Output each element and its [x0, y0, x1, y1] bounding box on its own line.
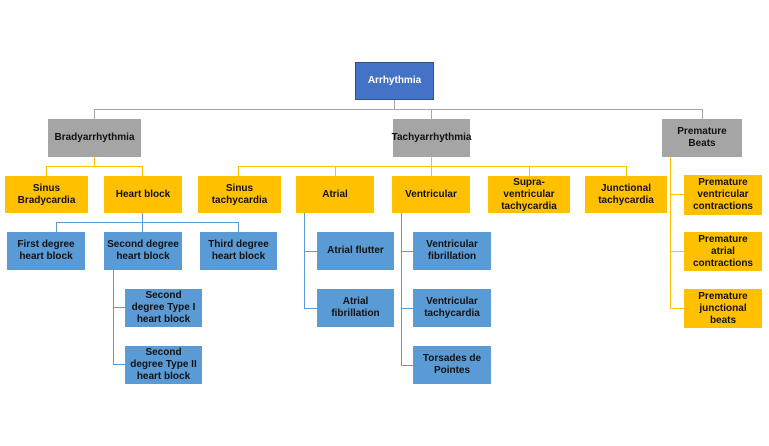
- node-sinus-tachycardia: Sinus tachycardia: [198, 176, 281, 213]
- connector-brady-bus: [46, 166, 143, 167]
- connector-brady-down: [94, 157, 95, 167]
- node-heart-block: Heart block: [104, 176, 182, 213]
- node-tachyarrhythmia: Tachyarrhythmia: [392, 119, 471, 157]
- connector-to-tachy: [431, 109, 432, 119]
- node-supra-ventricular-tachycardia: Supra-ventricular tachycardia: [488, 176, 570, 213]
- connector-to-sinus-brady: [46, 166, 47, 176]
- node-third-degree-heart-block: Third degree heart block: [200, 232, 277, 270]
- connector-to-atrial-flutter: [304, 251, 317, 252]
- node-premature-atrial-contractions: Premature atrial contractions: [684, 232, 762, 271]
- node-bradyarrhythmia: Bradyarrhythmia: [48, 119, 141, 157]
- connector-heart-block-bus: [56, 222, 239, 223]
- connector-to-vtach: [401, 308, 413, 309]
- connector-to-junctional: [626, 166, 627, 176]
- connector-to-vfib: [401, 251, 413, 252]
- connector-second-degree-vertical: [113, 270, 114, 365]
- connector-level1-bus: [94, 109, 703, 110]
- node-atrial: Atrial: [296, 176, 374, 213]
- connector-premature-vertical: [670, 157, 671, 309]
- node-atrial-flutter: Atrial flutter: [317, 232, 394, 270]
- connector-to-torsades: [401, 365, 413, 366]
- connector-to-premature: [702, 109, 703, 119]
- node-ventricular-tachycardia: Ventricular tachycardia: [413, 289, 491, 327]
- connector-to-second-degree: [142, 222, 143, 232]
- connector-atrial-vertical: [304, 213, 305, 309]
- connector-heart-block-down: [142, 213, 143, 223]
- node-premature-ventricular-contractions: Premature ventricular contractions: [684, 175, 762, 215]
- connector-to-first-degree: [56, 222, 57, 232]
- connector-to-atrial-fib: [304, 308, 317, 309]
- connector-to-pvc: [670, 194, 684, 195]
- connector-to-third-degree: [238, 222, 239, 232]
- connector-to-type1: [113, 307, 125, 308]
- node-atrial-fibrillation: Atrial fibrillation: [317, 289, 394, 327]
- connector-to-pjb: [670, 308, 684, 309]
- node-arrhythmia: Arrhythmia: [355, 62, 434, 100]
- node-sinus-bradycardia: Sinus Bradycardia: [5, 176, 88, 213]
- connector-to-svt: [529, 166, 530, 176]
- connector-to-heart-block: [142, 166, 143, 176]
- connector-ventricular-vertical: [401, 213, 402, 366]
- connector-to-ventricular: [431, 166, 432, 176]
- connector-to-pac: [670, 251, 684, 252]
- node-first-degree-heart-block: First degree heart block: [7, 232, 85, 270]
- node-ventricular: Ventricular: [392, 176, 470, 213]
- connector-to-brady: [94, 109, 95, 119]
- connector-root-down: [394, 100, 395, 110]
- node-junctional-tachycardia: Junctional tachycardia: [585, 176, 667, 213]
- connector-to-type2: [113, 364, 125, 365]
- node-premature-beats: Premature Beats: [662, 119, 742, 157]
- node-second-degree-type-2: Second degree Type II heart block: [125, 346, 202, 384]
- node-second-degree-heart-block: Second degree heart block: [104, 232, 182, 270]
- node-premature-junctional-beats: Premature junctional beats: [684, 289, 762, 328]
- connector-tachy-down: [431, 157, 432, 167]
- connector-to-atrial: [335, 166, 336, 176]
- connector-tachy-bus: [238, 166, 627, 167]
- node-ventricular-fibrillation: Ventricular fibrillation: [413, 232, 491, 270]
- node-torsades-de-pointes: Torsades de Pointes: [413, 346, 491, 384]
- node-second-degree-type-1: Second degree Type I heart block: [125, 289, 202, 327]
- connector-to-sinus-tachy: [238, 166, 239, 176]
